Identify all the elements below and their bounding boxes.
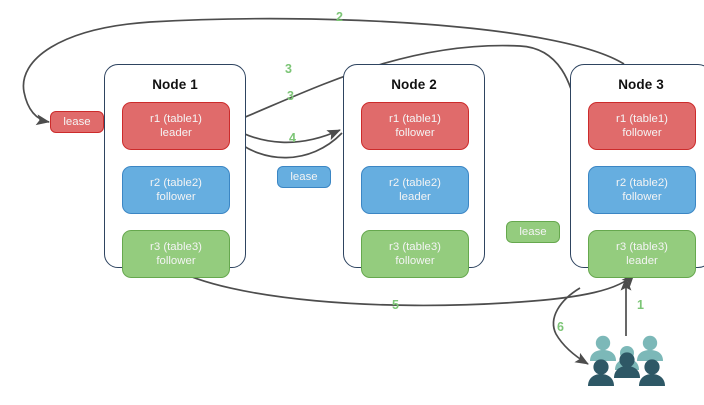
node-1-title: Node 1 (152, 77, 198, 92)
users-group-icon (588, 335, 665, 386)
node-3-replica-r3-name: r3 (table3) (616, 241, 668, 253)
node-1-replica-r1-name: r1 (table1) (150, 113, 202, 125)
lease-badge-r2-label: lease (290, 171, 318, 183)
node-3-replica-r3-role: leader (626, 255, 658, 267)
node-3-replica-r2-role: follower (622, 191, 662, 203)
edge-label-5: 5 (392, 298, 399, 312)
edge-3-upper-path (227, 44, 582, 125)
node-1-replica-r3-name: r3 (table3) (150, 241, 202, 253)
edge-label-1: 1 (637, 298, 644, 312)
node-2-replica-r3[interactable]: r3 (table3) follower (361, 230, 469, 278)
edge-2-path (22, 17, 625, 126)
node-1-replica-r3-role: follower (156, 255, 196, 267)
node-2-replica-r1[interactable]: r1 (table1) follower (361, 102, 469, 150)
node-2-replica-r2[interactable]: r2 (table2) leader (361, 166, 469, 214)
node-1-replica-r2-name: r2 (table2) (150, 177, 202, 189)
node-3-replica-r3[interactable]: r3 (table3) leader (588, 230, 696, 278)
edge-label-3-upper: 3 (285, 62, 292, 76)
node-3-replica-r1-name: r1 (table1) (616, 113, 668, 125)
node-1-replica-r1[interactable]: r1 (table1) leader (122, 102, 230, 150)
node-3-title: Node 3 (618, 77, 664, 92)
node-1-box[interactable]: Node 1 r1 (table1) leader r2 (table2) fo… (104, 64, 246, 278)
edge-label-2: 2 (336, 10, 343, 24)
node-2-box[interactable]: Node 2 r1 (table1) follower r2 (table2) … (343, 64, 485, 278)
node-2-replica-r3-role: follower (395, 255, 435, 267)
node-3-replica-r2[interactable]: r2 (table2) follower (588, 166, 696, 214)
lease-badge-r1-label: lease (63, 116, 91, 128)
node-1-replica-r2-role: follower (156, 191, 196, 203)
edge-6-path (552, 287, 589, 365)
node-2-replica-r2-name: r2 (table2) (389, 177, 441, 189)
edge-label-6: 6 (557, 320, 564, 334)
node-3-box[interactable]: Node 3 r1 (table1) follower r2 (table2) … (570, 64, 704, 278)
node-2-title: Node 2 (391, 77, 437, 92)
node-1-replica-r3[interactable]: r3 (table3) follower (122, 230, 230, 278)
edge-label-4: 4 (289, 131, 296, 145)
edge-5-path (171, 267, 635, 307)
node-2-replica-r1-role: follower (395, 127, 435, 139)
node-2-replica-r2-role: leader (399, 191, 431, 203)
node-1-replica-r2[interactable]: r2 (table2) follower (122, 166, 230, 214)
node-2-replica-r1-name: r1 (table1) (389, 113, 441, 125)
node-1-replica-r1-role: leader (160, 127, 192, 139)
node-3-replica-r2-name: r2 (table2) (616, 177, 668, 189)
lease-badge-r3[interactable]: lease (506, 221, 560, 243)
edge-label-3-lower: 3 (287, 89, 294, 103)
node-3-replica-r1[interactable]: r1 (table1) follower (588, 102, 696, 150)
lease-badge-r3-label: lease (519, 226, 547, 238)
lease-badge-r1[interactable]: lease (50, 111, 104, 133)
node-3-replica-r1-role: follower (622, 127, 662, 139)
lease-badge-r2[interactable]: lease (277, 166, 331, 188)
node-2-replica-r3-name: r3 (table3) (389, 241, 441, 253)
